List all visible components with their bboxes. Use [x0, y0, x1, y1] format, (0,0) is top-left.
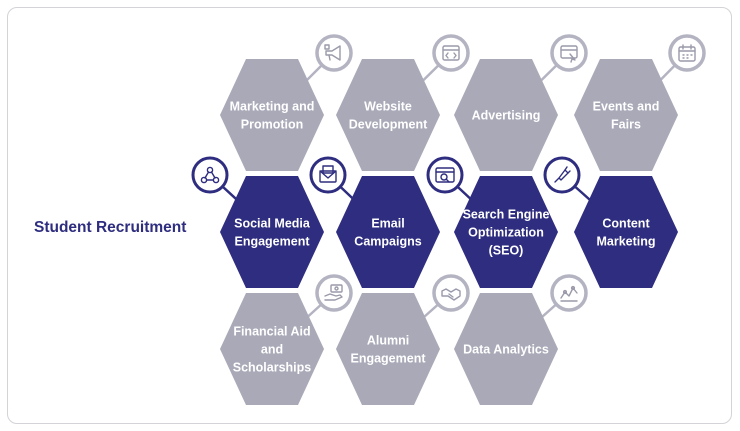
hexagon-label-line: Social Media: [234, 217, 311, 231]
hexagon-label-line: (SEO): [489, 244, 524, 258]
hexagon-label-line: Advertising: [472, 109, 541, 123]
hexagon-label-line: Content: [602, 217, 650, 231]
hexagon-label-line: Search Engine: [463, 208, 550, 222]
seo-browser-icon: [426, 156, 464, 194]
hexagon-shape: [336, 59, 440, 171]
hexagon-shape: [454, 59, 558, 171]
hexagon-shape: [574, 59, 678, 171]
hexagon-shape: [220, 59, 324, 171]
hexagon-shape: [454, 176, 558, 288]
hexagon-item-data-analytics: Data Analytics: [454, 274, 588, 405]
calendar-icon: [668, 34, 706, 72]
hexagon-label-line: Scholarships: [233, 361, 312, 375]
hexagon-shape: [336, 176, 440, 288]
hexagon-shape: [220, 176, 324, 288]
hexagon-label-line: Website: [364, 100, 412, 114]
hexagon-shape: [336, 293, 440, 405]
hexagon-label-line: Events and: [593, 100, 660, 114]
ad-window-icon: [550, 34, 588, 72]
hexagon-shape: [454, 293, 558, 405]
hexagon-label-line: Marketing and: [230, 100, 315, 114]
hexagon-label-line: and: [261, 343, 283, 357]
hexagon-label-line: Alumni: [367, 334, 409, 348]
hexagon-label-line: Development: [349, 118, 428, 132]
analytics-chart-icon: [550, 274, 588, 312]
hexagon-label-line: Email: [371, 217, 404, 231]
code-window-icon: [432, 34, 470, 72]
hexagon-shape: [220, 293, 324, 405]
handshake-icon: [432, 274, 470, 312]
pen-icon: [543, 156, 581, 194]
hexagon-label-line: Engagement: [350, 352, 426, 366]
email-icon: [309, 156, 347, 194]
megaphone-icon: [315, 34, 353, 72]
hexagon-shape: [574, 176, 678, 288]
hexagon-label: Data Analytics: [463, 343, 549, 357]
hexagon-label-line: Marketing: [596, 235, 655, 249]
hexagon-label-line: Fairs: [611, 118, 641, 132]
hexagon-label: Advertising: [472, 109, 541, 123]
hexagon-label-line: Promotion: [241, 118, 304, 132]
hexagon-label-line: Campaigns: [354, 235, 421, 249]
hexagon-label-line: Data Analytics: [463, 343, 549, 357]
hexagon-label-line: Financial Aid: [233, 325, 310, 339]
hexagon-label-line: Optimization: [468, 226, 544, 240]
diagram-title: Student Recruitment: [34, 219, 187, 236]
hexagon-label-line: Engagement: [234, 235, 310, 249]
money-hand-icon: [315, 274, 353, 312]
hexagon-item-advertising: Advertising: [454, 34, 588, 171]
social-network-icon: [191, 156, 229, 194]
